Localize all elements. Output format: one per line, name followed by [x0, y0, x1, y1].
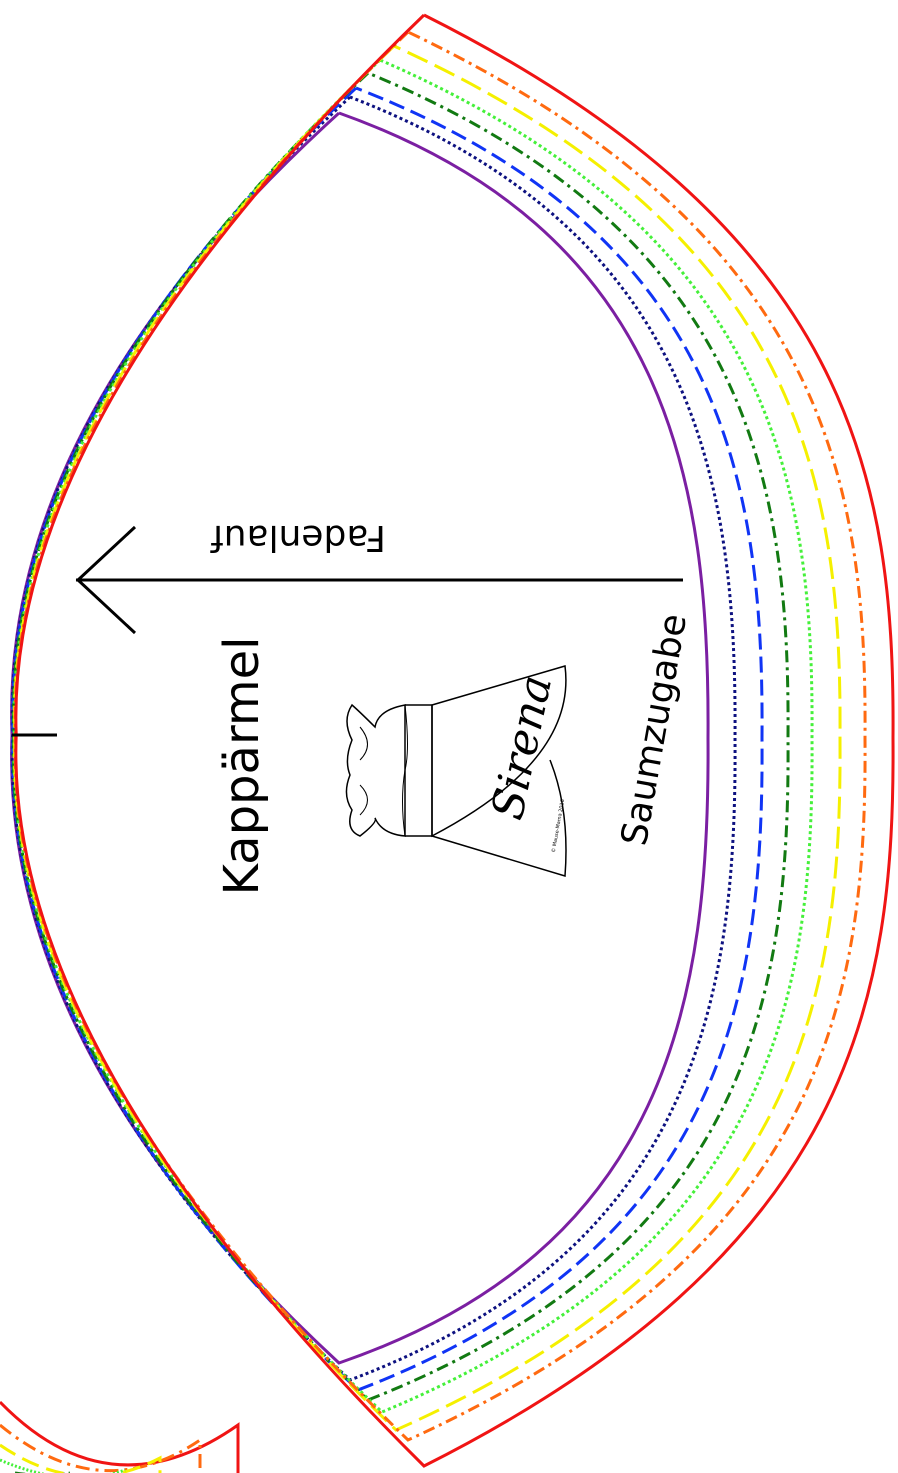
size-lines: [10, 13, 895, 1468]
size-line-purple: [10, 111, 710, 1365]
logo-copyright-text: © Mause-Mama 2016: [550, 799, 566, 854]
neighbor-line-yellow: [0, 1443, 162, 1473]
sirena-logo: Sirena © Mause-Mama 2016: [345, 665, 567, 877]
hem-allowance-label: Saumzugabe: [614, 611, 695, 849]
neighbor-line-lightgreen: [0, 1458, 126, 1473]
grain-line-label: Fadenlauf: [210, 517, 386, 558]
grain-line-arrow: [75, 525, 683, 635]
size-line-red: [14, 13, 895, 1468]
neighbor-line-orange: [0, 1423, 202, 1473]
neighbor-pattern-piece: [0, 1400, 240, 1473]
size-line-lightgreen: [12, 58, 814, 1414]
neighbor-line-red: [0, 1400, 240, 1473]
logo-brand-text: Sirena: [482, 671, 562, 824]
piece-name-label: Kappärmel: [214, 637, 270, 896]
size-line-yellow: [13, 44, 842, 1432]
size-line-navy: [10, 95, 737, 1382]
